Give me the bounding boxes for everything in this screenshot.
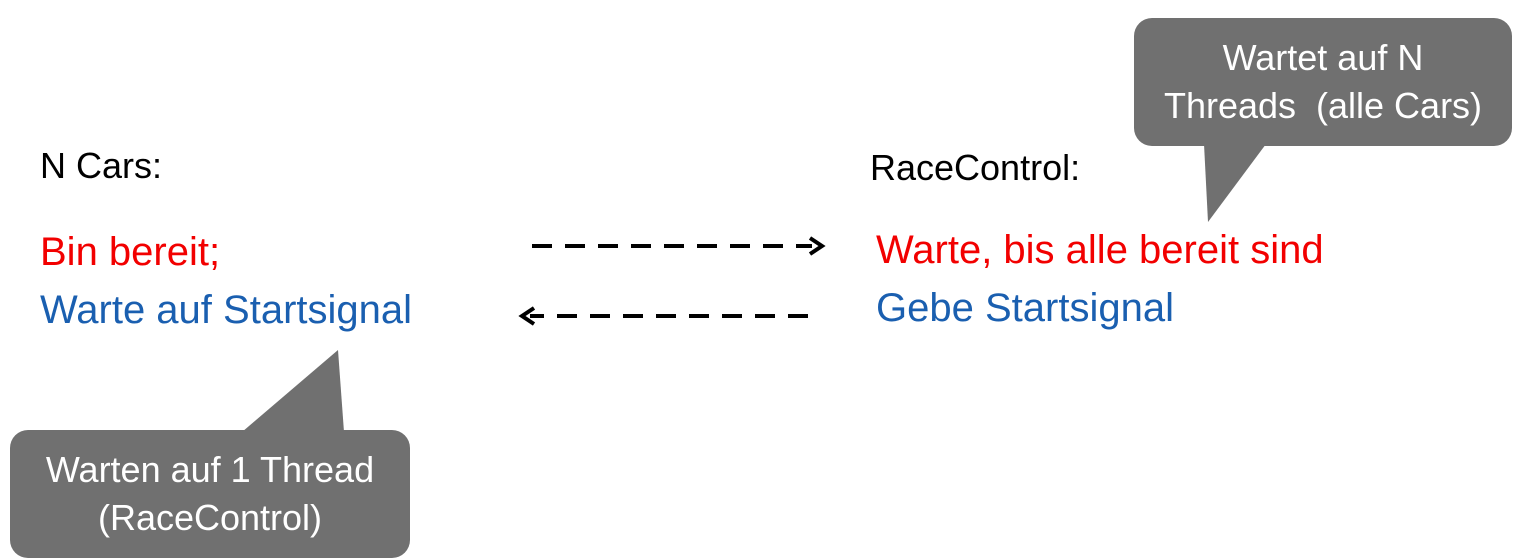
callout-left-line2: (RaceControl) (97, 497, 323, 538)
callout-left-tail (242, 350, 344, 432)
callout-right-line1: Wartet auf N (1222, 37, 1424, 78)
race-control-wait-line: Warte, bis alle bereit sind (876, 228, 1324, 272)
callout-left-text: Warten auf 1 Thread (RaceControl) (10, 446, 410, 542)
cars-wait-line: Warte auf Startsignal (40, 288, 413, 332)
callout-right-line2: Threads (alle Cars) (1163, 85, 1483, 126)
cars-heading: N Cars: (40, 145, 163, 186)
race-control-signal-line: Gebe Startsignal (876, 286, 1174, 330)
ready-arrow (532, 236, 826, 256)
callout-left-bubble (10, 430, 410, 558)
callout-right (1134, 18, 1512, 222)
start-signal-arrow-head (518, 306, 536, 326)
callout-right-text: Wartet auf N Threads (alle Cars) (1134, 34, 1512, 130)
callout-right-tail (1204, 144, 1266, 222)
callout-right-bubble (1134, 18, 1512, 146)
cars-ready-line: Bin bereit; (40, 230, 221, 274)
ready-arrow-head (808, 236, 826, 256)
callout-left-line1: Warten auf 1 Thread (45, 449, 375, 490)
race-control-heading: RaceControl: (870, 147, 1081, 188)
callout-left (10, 350, 410, 558)
start-signal-arrow (518, 306, 808, 326)
